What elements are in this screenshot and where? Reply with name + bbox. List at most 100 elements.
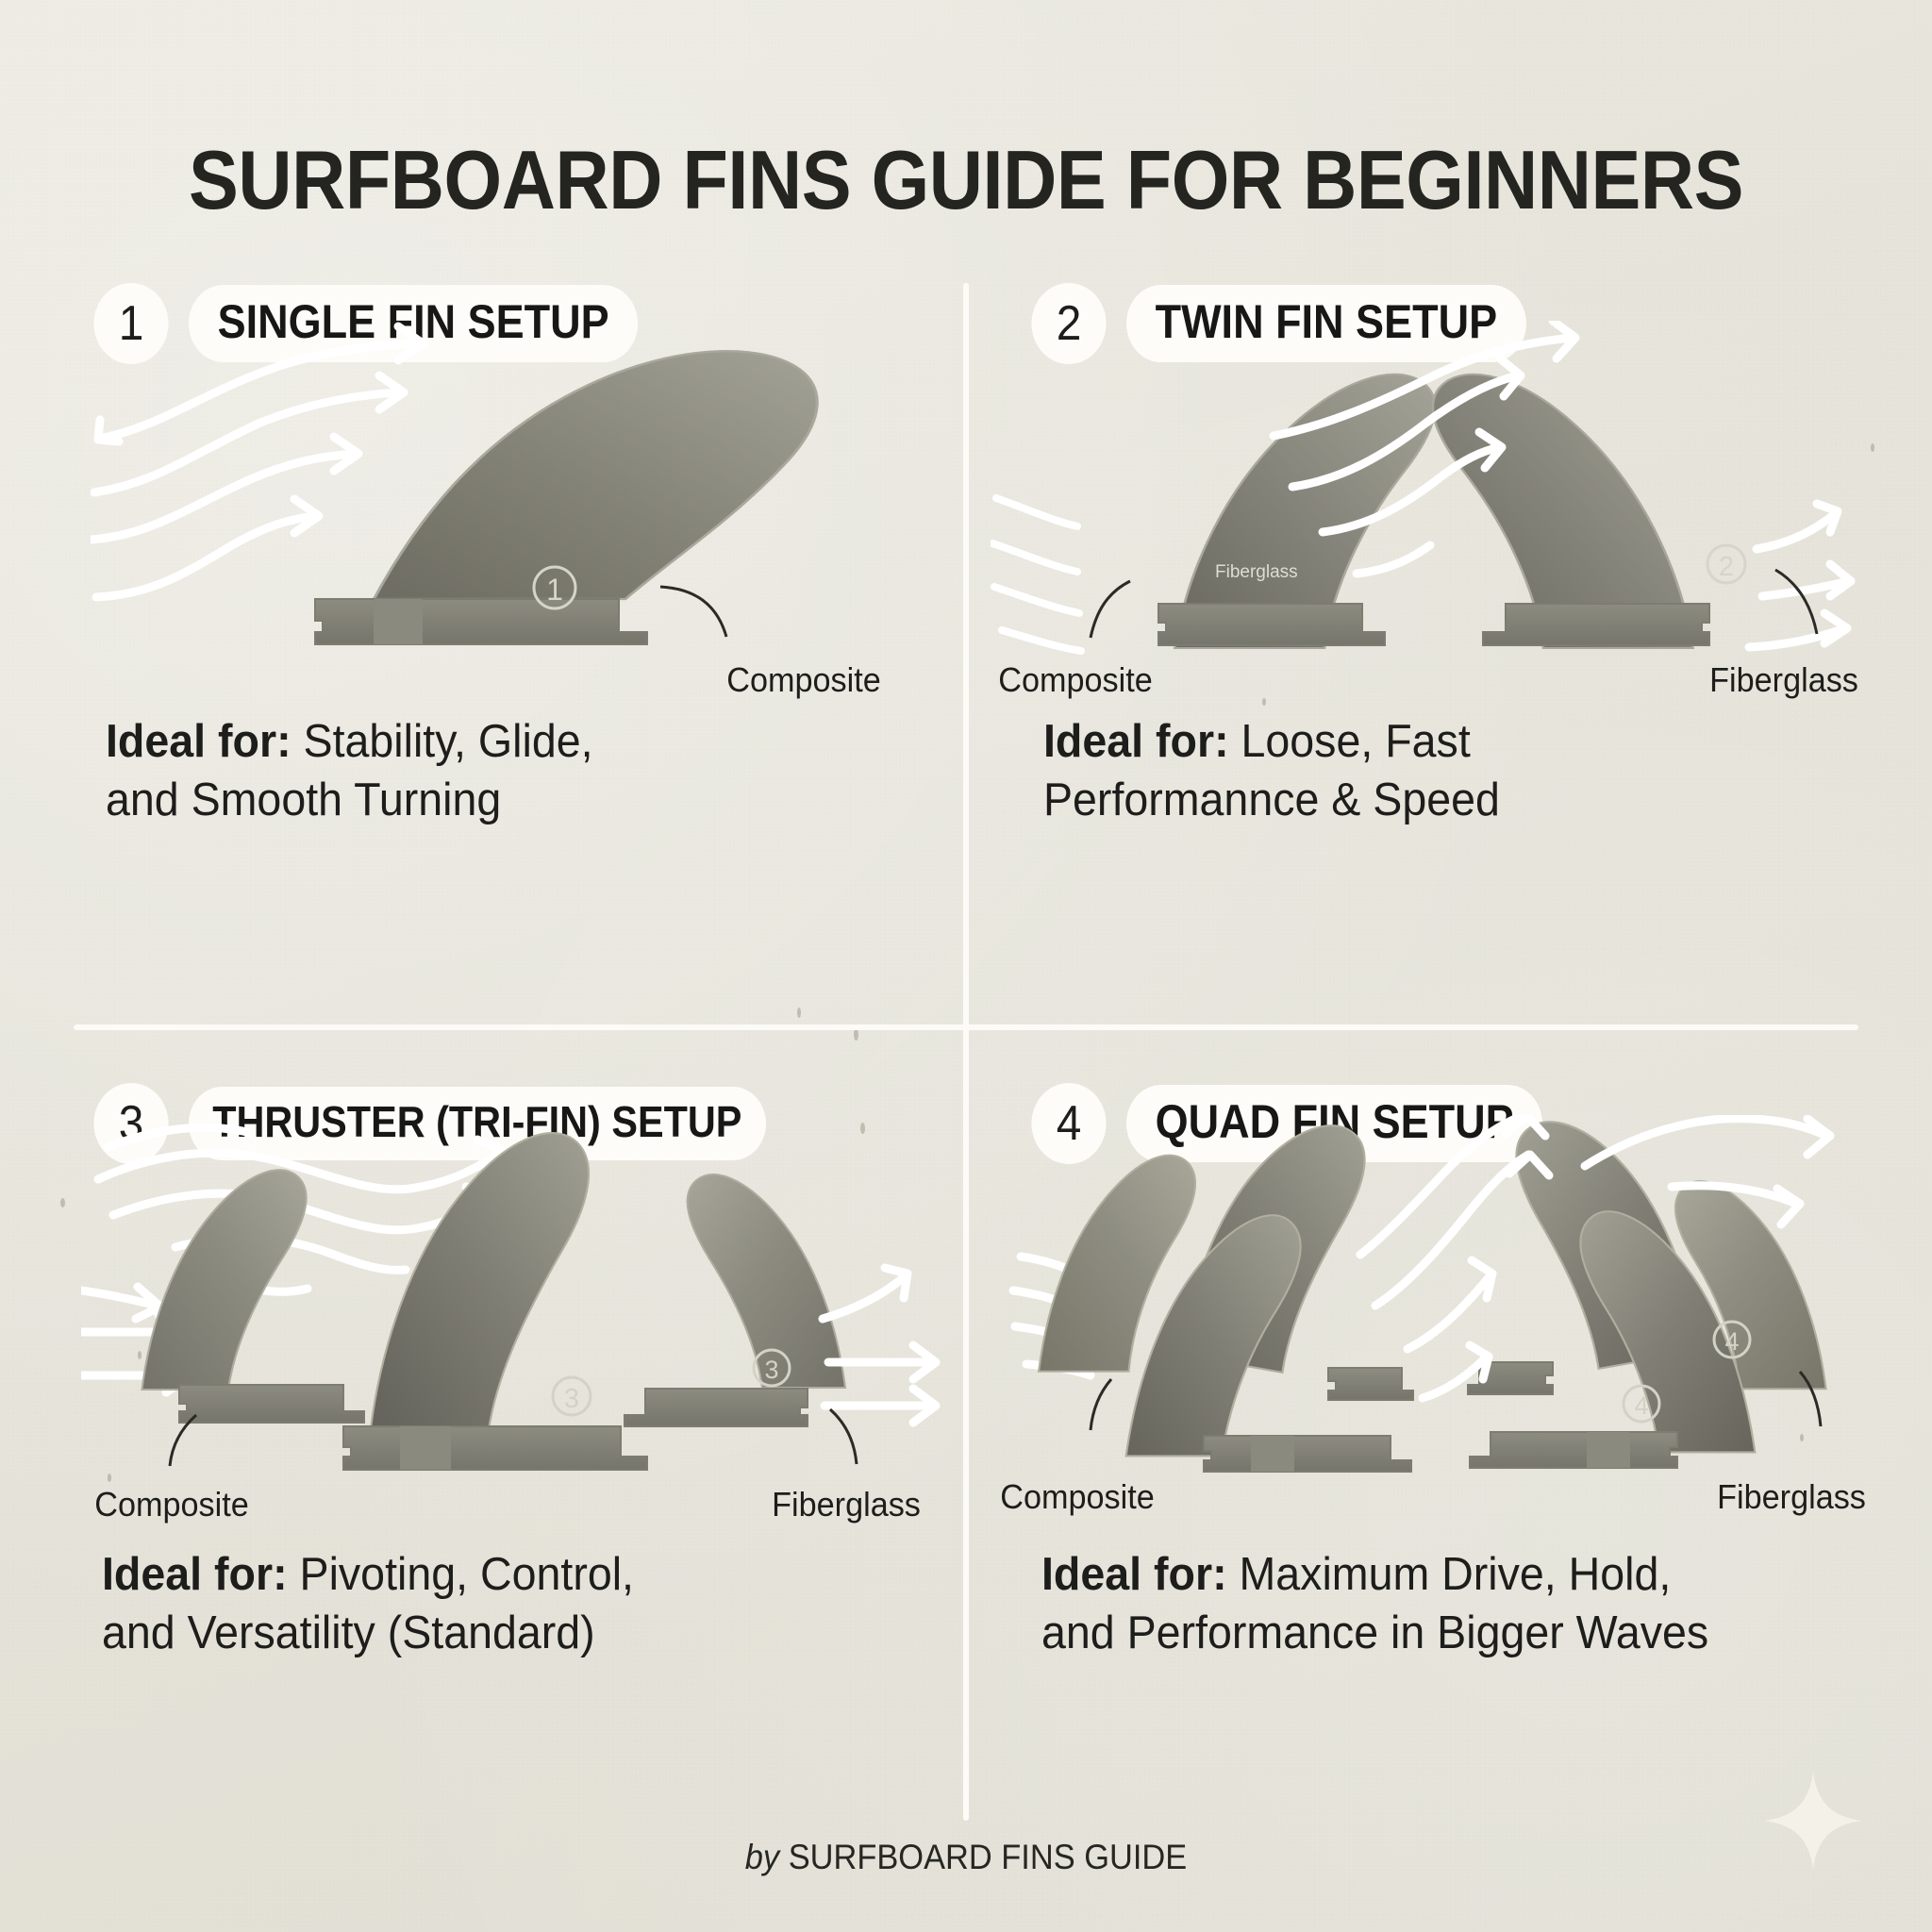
ideal-for-line1: Pivoting, Control, [299, 1549, 634, 1600]
on-fin-material-text: Fiberglass [1215, 562, 1298, 582]
fin-base-tabs-left [1158, 603, 1386, 646]
material-label-composite: Composite [998, 660, 1153, 699]
paper-speck [108, 1474, 111, 1482]
paper-speck [854, 1028, 858, 1041]
leader-line-left [1089, 1378, 1113, 1431]
divider-horizontal [74, 1024, 1858, 1030]
fin-base-tabs-left [178, 1384, 365, 1424]
flow-arrow-heads-right [1812, 499, 1856, 648]
fin-body-front-left [1124, 1214, 1302, 1457]
paper-speck [60, 1198, 65, 1208]
leader-line-left [168, 1413, 197, 1467]
panel-header: 2 TWIN FIN SETUP [1028, 283, 1877, 364]
panel-title-pill[interactable]: TWIN FIN SETUP [1126, 285, 1526, 362]
fin-base-tabs-center [342, 1425, 648, 1471]
ideal-for-line1: Loose, Fast [1241, 716, 1471, 767]
divider-vertical [963, 1028, 969, 1821]
footer-brand: SURFBOARD FINS GUIDE [788, 1838, 1188, 1876]
fin-marker-number: 4 [1634, 1391, 1648, 1420]
paper-speck [797, 1008, 801, 1018]
flow-arrow-heads-right [880, 1263, 941, 1427]
ideal-for-caption: Ideal for: Loose, Fast Performannce & Sp… [1043, 712, 1814, 829]
material-label-fiberglass: Fiberglass [1709, 660, 1858, 699]
fin-body-center [369, 1132, 591, 1432]
ideal-for-label: Ideal for: [102, 1549, 288, 1600]
paper-speck [1800, 1434, 1804, 1441]
ideal-for-label: Ideal for: [1041, 1549, 1227, 1600]
fin-base-tabs-front-left [1203, 1435, 1412, 1473]
fin-body-left [141, 1169, 308, 1391]
flow-arrow-group [91, 339, 425, 602]
paper-speck [1871, 443, 1874, 452]
flow-arrow-group-left [991, 494, 1085, 655]
material-label-fiberglass: Fiberglass [772, 1485, 921, 1524]
ideal-for-label: Ideal for: [1043, 716, 1229, 767]
panel-thruster-fin: 3 THRUSTER (TRI-FIN) SETUP [81, 1083, 958, 1819]
fin-marker-number: 2 [1719, 552, 1734, 582]
panel-header: 3 THRUSTER (TRI-FIN) SETUP [91, 1083, 958, 1164]
panel-number-badge: 4 [1031, 1083, 1107, 1164]
fin-marker-right: 3 [752, 1348, 791, 1388]
fin-marker: 1 [532, 565, 577, 610]
ideal-for-line2: and Versatility (Standard) [102, 1607, 595, 1659]
fin-body-back-left [1037, 1154, 1196, 1373]
fin-body [372, 350, 819, 601]
thruster-fin-illustration: 3 3 [81, 1115, 958, 1474]
paper-speck [138, 1351, 142, 1359]
sparkle-icon [1762, 1770, 1864, 1872]
fin-body-front-right [1579, 1210, 1757, 1454]
paper-speck [229, 187, 233, 194]
flow-arrow-group-center [1269, 333, 1578, 578]
ideal-for-line1: Stability, Glide, [303, 716, 593, 767]
footer-credit: by SURFBOARD FINS GUIDE [68, 1838, 1865, 1877]
panel-single-fin: 1 SINGLE FIN SETUP [91, 283, 940, 1009]
ideal-for-caption: Ideal for: Maximum Drive, Hold, and Perf… [1041, 1545, 1848, 1662]
material-label-fiberglass: Fiberglass [1717, 1477, 1866, 1516]
panel-twin-fin: 2 TWIN FIN SETUP [991, 283, 1877, 1009]
ideal-for-caption: Ideal for: Stability, Glide, and Smooth … [106, 712, 876, 829]
fin-marker-number: 1 [546, 573, 563, 607]
panel-number-badge: 2 [1031, 283, 1107, 364]
ideal-for-caption: Ideal for: Pivoting, Control, and Versat… [102, 1545, 891, 1662]
panel-title-pill[interactable]: THRUSTER (TRI-FIN) SETUP [189, 1087, 766, 1160]
ideal-for-label: Ideal for: [106, 716, 291, 767]
fin-marker-number: 3 [564, 1384, 579, 1414]
fin-body-right [686, 1174, 847, 1389]
flow-arrow-heads-center [1474, 321, 1580, 473]
panel-quad-fin: 4 QUAD FIN SETUP [1000, 1083, 1877, 1819]
fin-base-tab-inner-left [1327, 1367, 1414, 1401]
paper-speck [860, 1123, 865, 1134]
divider-vertical [963, 283, 969, 1028]
fin-marker-front: 4 [1622, 1384, 1661, 1424]
fin-marker: 2 [1706, 543, 1747, 585]
leader-line-right [829, 1407, 858, 1465]
ideal-for-line2: and Performance in Bigger Waves [1041, 1607, 1709, 1659]
ideal-for-line2: Performannce & Speed [1043, 774, 1500, 826]
quad-fin-illustration: 4 4 [1000, 1115, 1877, 1474]
leader-line-right [1798, 1371, 1823, 1427]
leader-line [659, 585, 728, 638]
fin-marker-number: 3 [764, 1356, 778, 1384]
flow-arrow-heads [93, 322, 427, 538]
material-label-composite: Composite [726, 660, 881, 699]
ideal-for-line2: and Smooth Turning [106, 774, 502, 826]
material-label-composite: Composite [94, 1485, 249, 1524]
single-fin-illustration: 1 [91, 321, 940, 660]
panel-number-badge: 1 [93, 283, 169, 364]
fin-base-tabs [314, 598, 648, 645]
fin-base-tabs-front-right [1469, 1431, 1678, 1469]
paper-speck [1262, 698, 1266, 706]
ideal-for-line1: Maximum Drive, Hold, [1239, 1549, 1672, 1600]
material-label-composite: Composite [1000, 1477, 1155, 1516]
fin-marker-center: 3 [551, 1375, 592, 1417]
flow-arrow-group-right [818, 1273, 937, 1410]
leader-line-right [1774, 568, 1819, 635]
fin-base-tabs-right [624, 1388, 808, 1427]
fin-marker-back: 4 [1712, 1320, 1752, 1359]
flow-arrow-heads-center [1465, 1115, 1835, 1384]
footer-by-label: by [744, 1838, 780, 1876]
fin-base-tabs-right [1482, 603, 1710, 646]
page-title: SURFBOARD FINS GUIDE FOR BEGINNERS [189, 132, 1743, 226]
twin-fin-illustration: Fiberglass 2 [991, 321, 1877, 660]
